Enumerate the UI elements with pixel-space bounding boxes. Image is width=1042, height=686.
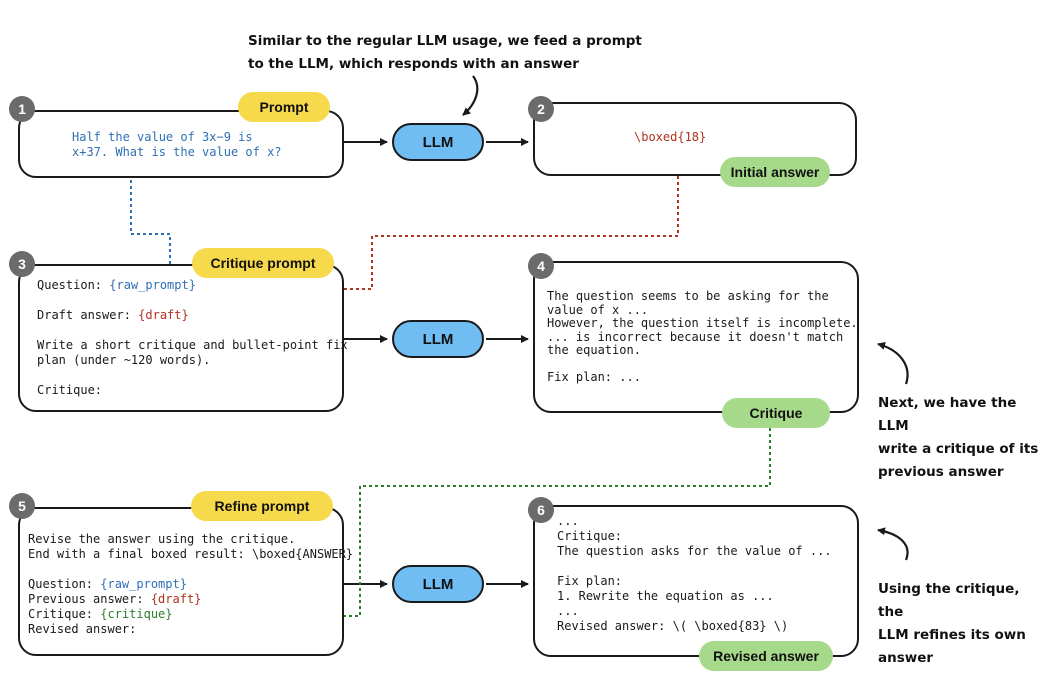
- critique-line-1: The question seems to be asking for the: [547, 289, 829, 303]
- revised-line-8: Revised answer: \( \boxed{83} \): [557, 619, 789, 633]
- critique-variable: {critique}: [100, 607, 173, 621]
- critique-line-4: ... is incorrect because it doesn't matc…: [547, 329, 844, 344]
- revised-line-5: Fix plan:: [557, 574, 623, 588]
- draft-variable: {draft}: [138, 308, 189, 322]
- side-annotation-critique: Next, we have the LLM write a critique o…: [878, 392, 1042, 484]
- dotted-blue-raw-prompt-link: [130, 168, 174, 273]
- top-annotation-line-2: to the LLM, which responds with an answe…: [248, 56, 579, 72]
- prompt-text-line-2: x+37. What is the value of x?: [72, 145, 282, 159]
- side-annotation-refine-line-2: LLM refines its own: [878, 627, 1026, 643]
- critique-line-2: value of x ...: [547, 302, 649, 317]
- prompt-label: Prompt: [238, 92, 330, 122]
- side-annotation-critique-line-1: Next, we have the LLM: [878, 395, 1017, 434]
- revised-answer-text: ...Critique:The question asks for the va…: [557, 514, 832, 634]
- draft-prefix: Draft answer:: [37, 308, 139, 322]
- critique-box: [533, 261, 859, 413]
- refine-prompt-label: Refine prompt: [191, 491, 333, 521]
- revised-line-7: ...: [557, 604, 579, 618]
- refine-draft-variable: {draft}: [150, 592, 202, 606]
- refine-prompt-text: Revise the answer using the critique.End…: [28, 532, 353, 637]
- top-annotation: Similar to the regular LLM usage, we fee…: [248, 30, 642, 76]
- critique-label: Critique: [722, 398, 830, 428]
- initial-answer-label: Initial answer: [720, 157, 830, 187]
- side-annotation-refine-line-3: answer: [878, 650, 934, 666]
- revised-answer-box: [533, 505, 859, 657]
- critique-line-5: the equation.: [547, 343, 641, 357]
- top-annotation-line-1: Similar to the regular LLM usage, we fee…: [248, 33, 642, 49]
- revised-line-6: 1. Rewrite the equation as ...: [557, 589, 774, 603]
- refine-raw-prompt-variable: {raw_prompt}: [100, 577, 187, 591]
- llm-node-3: LLM: [392, 565, 484, 603]
- revised-line-2: Critique:: [557, 529, 623, 543]
- dotted-green-critique-link: [177, 428, 771, 620]
- curved-arrow-refine: [877, 527, 909, 561]
- prompt-text-line-1: Half the value of 3x−9 is: [72, 130, 253, 144]
- refine-question-prefix: Question:: [28, 577, 101, 591]
- side-annotation-refine: Using the critique, the LLM refines its …: [878, 578, 1042, 670]
- step-badge-4: 4: [528, 253, 554, 279]
- refine-prompt-head-1: Revise the answer using the critique.: [28, 532, 296, 546]
- critique-prompt-label: Critique prompt: [192, 248, 334, 278]
- revised-line-3: The question asks for the value of ...: [557, 544, 832, 558]
- question-prefix: Question:: [37, 278, 110, 292]
- side-annotation-refine-line-1: Using the critique, the: [878, 581, 1020, 620]
- side-annotation-critique-line-2: write a critique of its: [878, 441, 1039, 457]
- critique-prefix: Critique:: [28, 607, 101, 621]
- critique-prompt-question-line: Question: {raw_prompt}: [37, 278, 348, 293]
- critique-line-7: Fix plan: ...: [547, 370, 641, 384]
- step-badge-2: 2: [528, 96, 554, 122]
- revised-line-1: ...: [557, 514, 579, 528]
- refine-prompt-question-line: Question: {raw_prompt}: [28, 577, 353, 592]
- curved-arrow-top: [462, 75, 479, 116]
- refine-prompt-previous-line: Previous answer: {draft}: [28, 592, 353, 607]
- raw-prompt-variable: {raw_prompt}: [109, 278, 196, 292]
- refine-prompt-critique-line: Critique: {critique}: [28, 607, 353, 622]
- llm-node-1: LLM: [392, 123, 484, 161]
- refine-prompt-head-2: End with a final boxed result: \boxed{AN…: [28, 547, 354, 561]
- initial-answer-text: \boxed{18}: [634, 130, 707, 144]
- step-badge-6: 6: [528, 497, 554, 523]
- step-badge-1: 1: [9, 96, 35, 122]
- side-annotation-critique-line-3: previous answer: [878, 464, 1004, 480]
- step-badge-3: 3: [9, 251, 35, 277]
- llm-node-2: LLM: [392, 320, 484, 358]
- critique-prompt-draft-line: Draft answer: {draft}: [37, 308, 348, 323]
- refine-prompt-box: [18, 507, 344, 656]
- critique-prompt-text: Question: {raw_prompt} Draft answer: {dra…: [37, 278, 348, 398]
- critique-prompt-instruction-2: plan (under ~120 words).: [37, 353, 211, 367]
- critique-prompt-critique-line: Critique:: [37, 383, 103, 397]
- refine-prompt-revised-line: Revised answer:: [28, 622, 137, 636]
- curved-arrow-critique: [877, 341, 909, 385]
- revised-answer-label: Revised answer: [699, 641, 833, 671]
- critique-line-3: However, the question itself is incomple…: [547, 316, 858, 330]
- previous-answer-prefix: Previous answer:: [28, 592, 151, 606]
- critique-prompt-box: [18, 264, 344, 412]
- step-badge-5: 5: [9, 493, 35, 519]
- critique-prompt-instruction-1: Write a short critique and bullet-point …: [37, 338, 348, 352]
